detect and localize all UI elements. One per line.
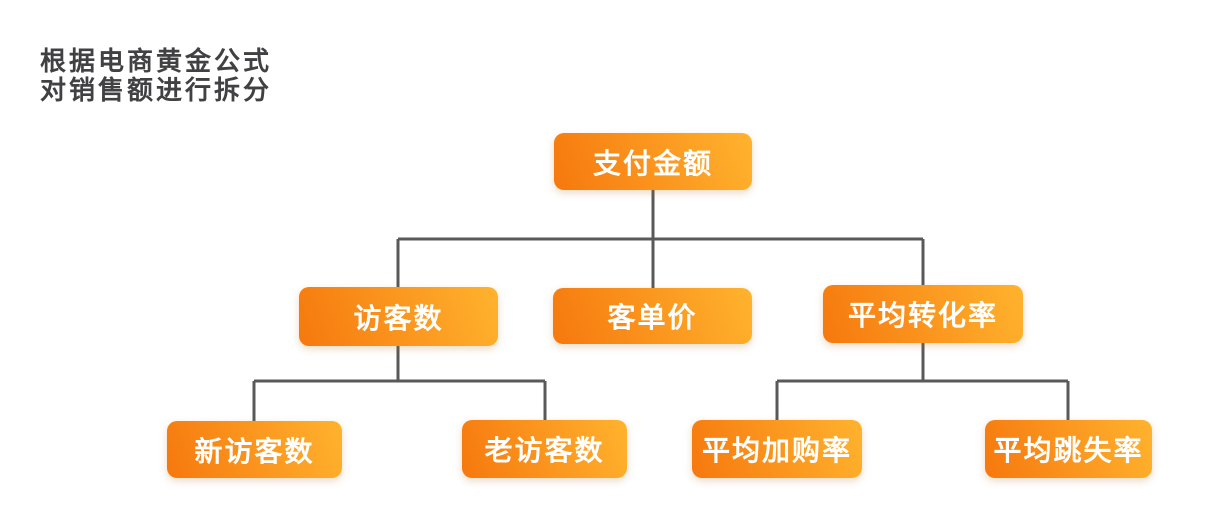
page-title-line-2: 对销售额进行拆分	[40, 75, 273, 105]
connector-conversion-to-children	[775, 343, 1070, 421]
node-visitor-count-label: 访客数	[353, 302, 444, 334]
node-returning-visitors: 老访客数	[462, 420, 627, 478]
node-payment-amount: 支付金额	[554, 133, 752, 190]
page-title: 根据电商黄金公式 对销售额进行拆分	[40, 48, 272, 106]
node-avg-bounce-rate: 平均跳失率	[985, 420, 1152, 478]
node-avg-add-to-cart-rate: 平均加购率	[692, 420, 862, 478]
connector-root-to-level2	[396, 190, 925, 290]
node-avg-conversion-rate-label: 平均转化率	[847, 300, 998, 331]
page-title-line-1: 根据电商黄金公式	[40, 46, 273, 76]
node-new-visitors: 新访客数	[167, 421, 342, 478]
node-avg-bounce-rate-label: 平均跳失率	[993, 435, 1144, 466]
node-avg-add-to-cart-rate-label: 平均加购率	[701, 435, 852, 466]
connector-visitors-to-children	[252, 346, 547, 422]
node-payment-amount-label: 支付金额	[592, 147, 713, 179]
node-new-visitors-label: 新访客数	[194, 435, 315, 467]
node-avg-order-value-label: 客单价	[607, 302, 698, 333]
node-avg-order-value: 客单价	[553, 288, 752, 344]
node-visitor-count: 访客数	[299, 287, 498, 346]
node-returning-visitors-label: 老访客数	[484, 435, 605, 466]
node-avg-conversion-rate: 平均转化率	[823, 285, 1023, 343]
